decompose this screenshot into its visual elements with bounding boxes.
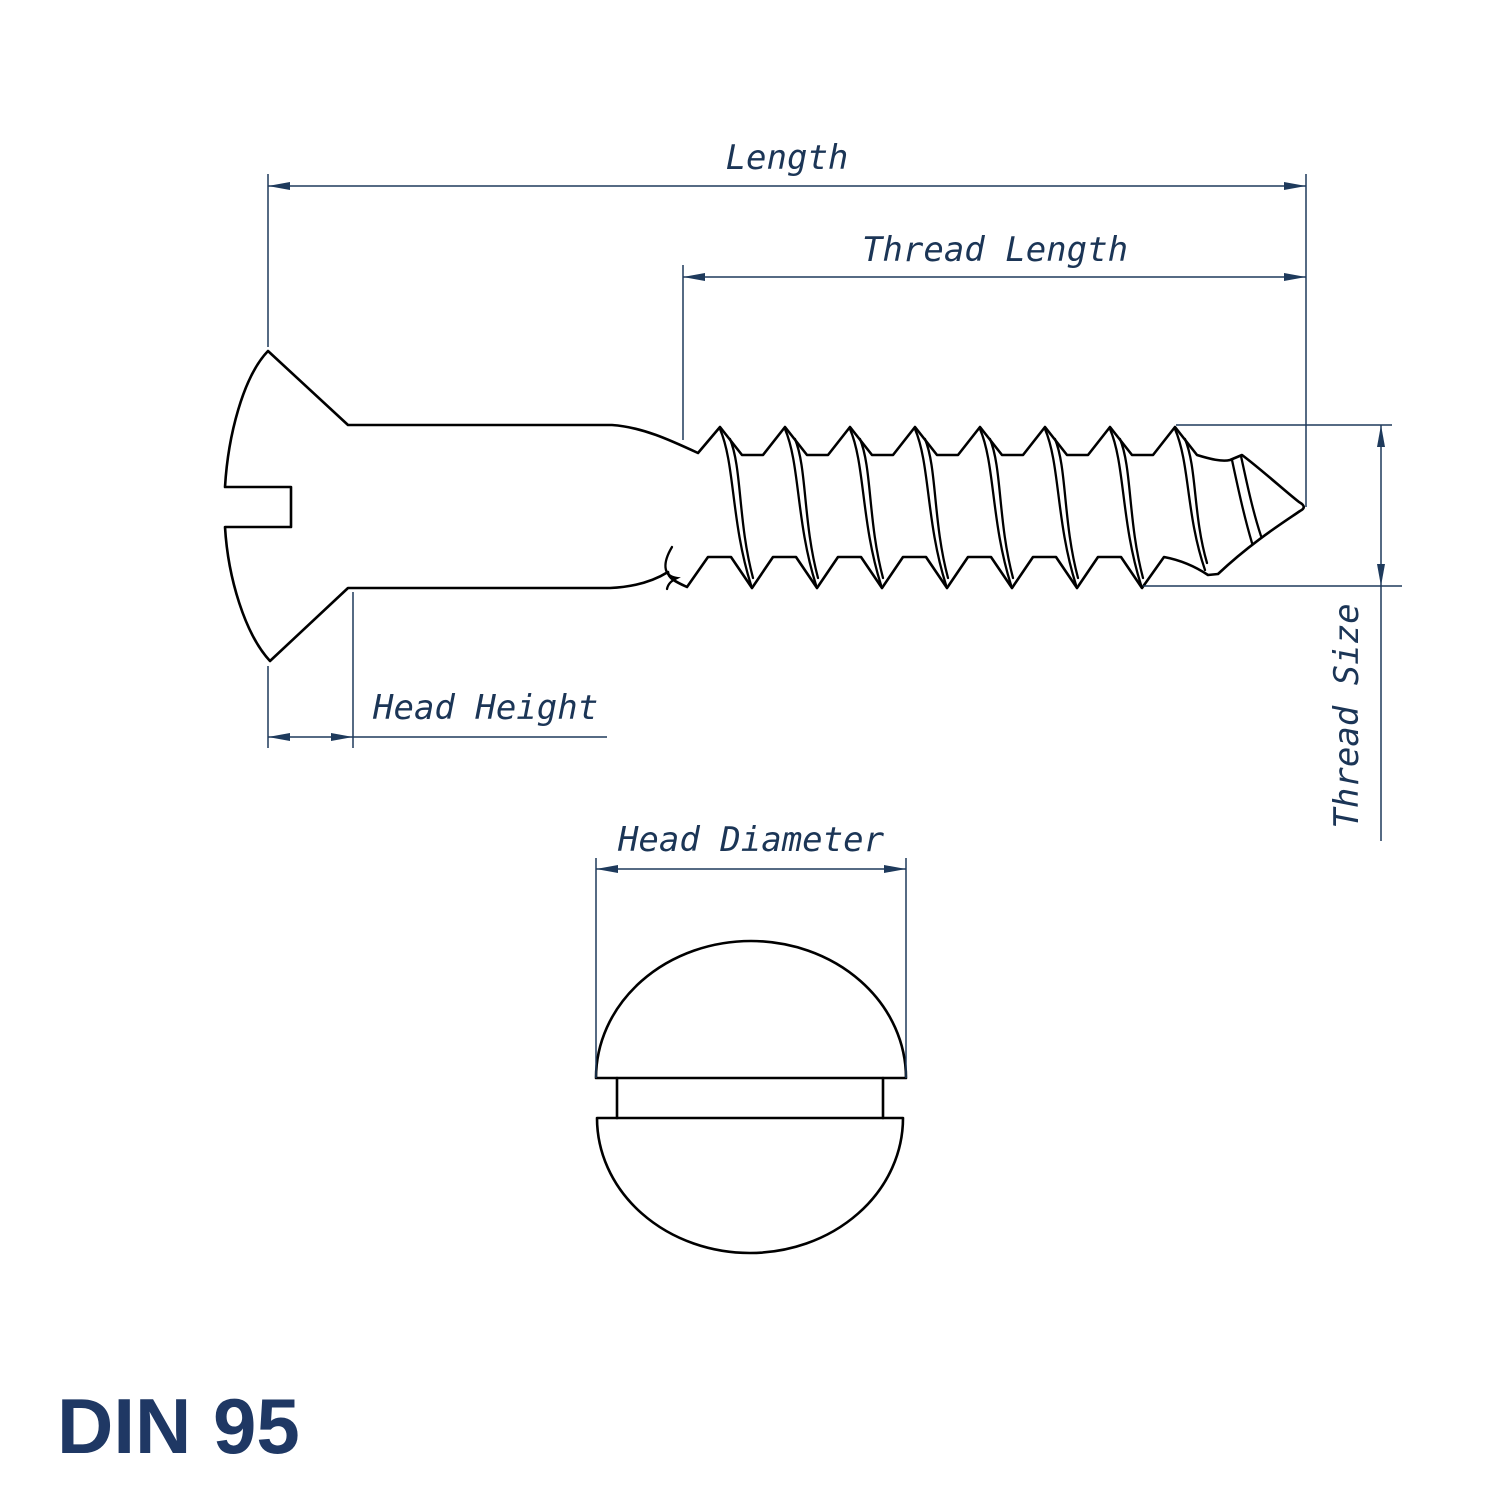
arrowhead-left xyxy=(268,182,290,190)
head-height-label: Head Height xyxy=(372,688,598,728)
standard-title: DIN 95 xyxy=(57,1382,300,1470)
dimension-head-diameter: Head Diameter xyxy=(595,820,907,1078)
head-height-extension-lines xyxy=(267,592,354,748)
thread-runout-hook xyxy=(664,545,681,591)
arrowhead-left xyxy=(268,733,290,741)
screw-side-view xyxy=(223,349,1306,663)
arrowhead-down xyxy=(1377,564,1385,586)
dimension-thread-length: Thread Length xyxy=(682,230,1306,440)
thread-length-label: Thread Length xyxy=(862,230,1128,270)
arrowhead-left xyxy=(683,273,705,281)
head-diameter-extension-lines xyxy=(595,858,907,1078)
head-slot-edges xyxy=(615,1076,885,1120)
screw-head-front-view xyxy=(594,939,908,1255)
arrowhead-right xyxy=(1284,182,1306,190)
arrowhead-up xyxy=(1377,425,1385,447)
arrowhead-left xyxy=(596,865,618,873)
head-lower-arc xyxy=(595,1116,905,1255)
dimension-thread-size: Thread Size xyxy=(1143,424,1402,841)
screw-body-outline xyxy=(223,349,1306,663)
length-extension-lines xyxy=(267,174,1307,507)
dimension-head-height: Head Height xyxy=(267,592,607,748)
dimension-length: Length xyxy=(267,138,1307,507)
thread-size-extension-lines xyxy=(1143,424,1402,587)
thread-helix-lines xyxy=(718,427,1263,587)
head-upper-arc xyxy=(594,939,908,1080)
arrowhead-right xyxy=(1284,273,1306,281)
head-diameter-label: Head Diameter xyxy=(617,820,885,860)
length-label: Length xyxy=(726,138,849,178)
arrowhead-right xyxy=(331,733,353,741)
thread-size-label: Thread Size xyxy=(1327,603,1367,828)
arrowhead-right xyxy=(884,865,906,873)
